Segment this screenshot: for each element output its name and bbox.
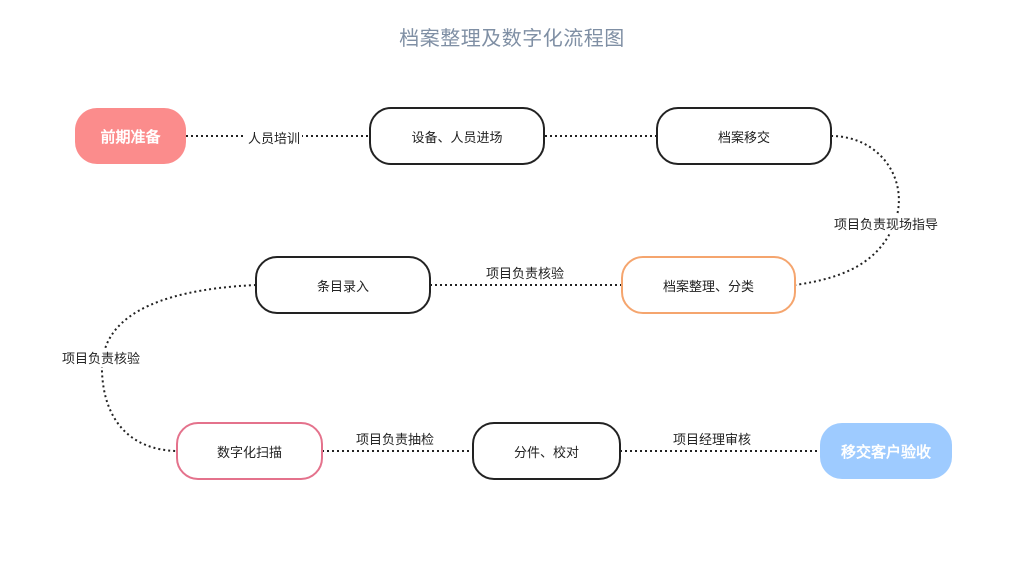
edge-label-verify-2: 项目负责核验: [60, 348, 143, 367]
edge-label-onsite-guide: 项目负责现场指导: [832, 214, 941, 233]
node-transfer[interactable]: 档案移交: [656, 107, 832, 165]
node-acceptance[interactable]: 移交客户验收: [820, 423, 952, 479]
page-title: 档案整理及数字化流程图: [399, 26, 625, 50]
node-entry[interactable]: 条目录入: [255, 256, 431, 314]
edge-label-manager-review: 项目经理审核: [671, 429, 754, 448]
edge-label-spot-check: 项目负责抽检: [354, 429, 437, 448]
node-prep[interactable]: 前期准备: [75, 108, 186, 164]
edge-label-verify-1: 项目负责核验: [484, 263, 567, 282]
node-organize[interactable]: 档案整理、分类: [621, 256, 796, 314]
edge-label-training: 人员培训: [246, 128, 303, 147]
node-split-check[interactable]: 分件、校对: [472, 422, 621, 480]
node-equipment[interactable]: 设备、人员进场: [369, 107, 545, 165]
node-scan[interactable]: 数字化扫描: [176, 422, 323, 480]
